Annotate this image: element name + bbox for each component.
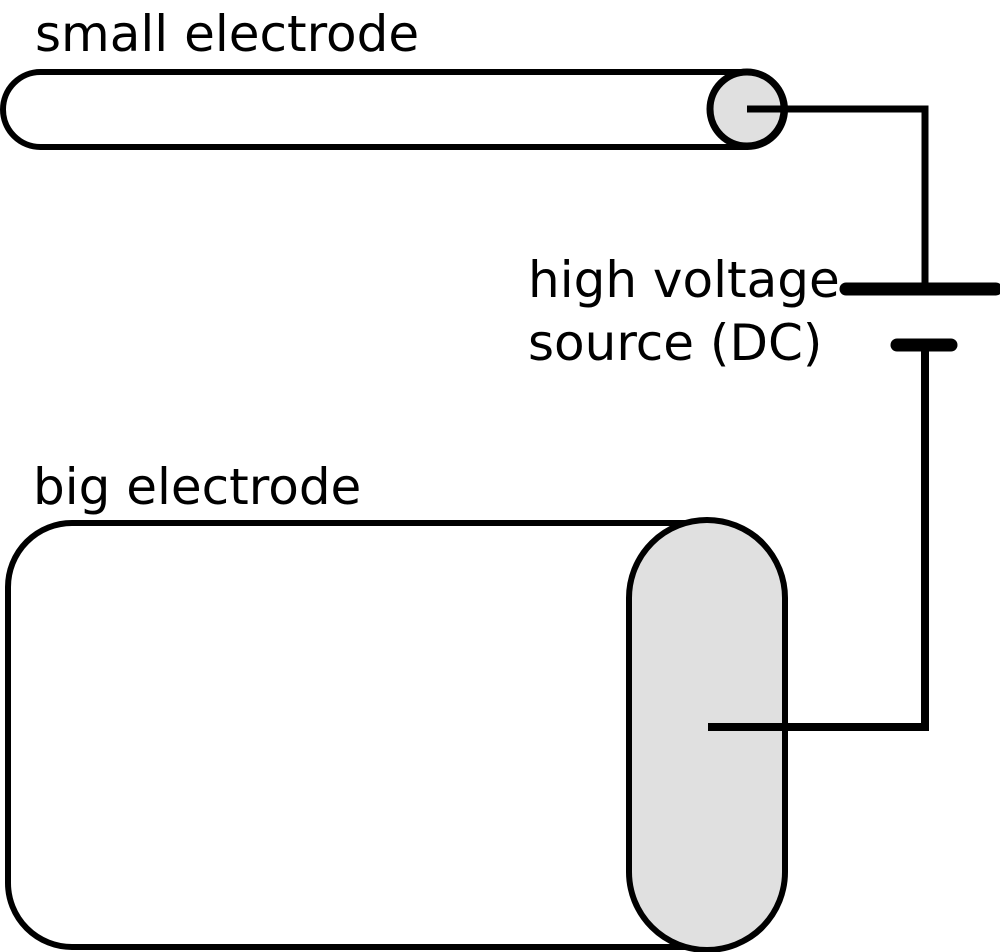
big-electrode-contact xyxy=(626,517,788,952)
voltage-source-label-line1: high voltage xyxy=(528,251,840,309)
small-electrode-shape xyxy=(0,69,788,150)
wire-small-electrode-to-source xyxy=(747,105,929,285)
voltage-source-label-line2: source (DC) xyxy=(528,314,823,372)
voltage-source-label: high voltage source (DC) xyxy=(528,249,840,375)
big-electrode-label: big electrode xyxy=(33,458,362,516)
small-electrode-label: small electrode xyxy=(35,5,420,63)
wire-source-to-big-electrode xyxy=(708,351,929,731)
